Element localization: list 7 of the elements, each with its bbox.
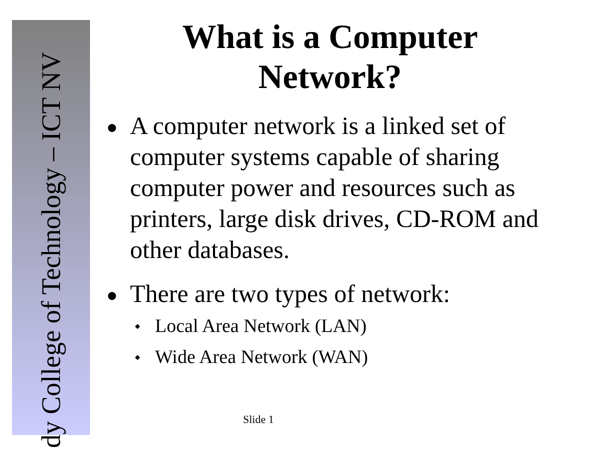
slide-title: What is a Computer Network? xyxy=(181,18,479,98)
bullet-text: There are two types of network: xyxy=(130,280,452,310)
slide-number: Slide 1 xyxy=(243,414,274,426)
sub-bullet-text: Wide Area Network (WAN) xyxy=(155,346,369,370)
side-text: dy College of Technology – ICT NV xyxy=(36,52,66,448)
bullet-text: A computer network is a linked set of computer systems capable of sharing computer power and resources such as printers, large disk drives, CD-ROM and other databases. xyxy=(130,112,540,266)
sub-bullet-text: Local Area Network (LAN) xyxy=(155,315,368,339)
